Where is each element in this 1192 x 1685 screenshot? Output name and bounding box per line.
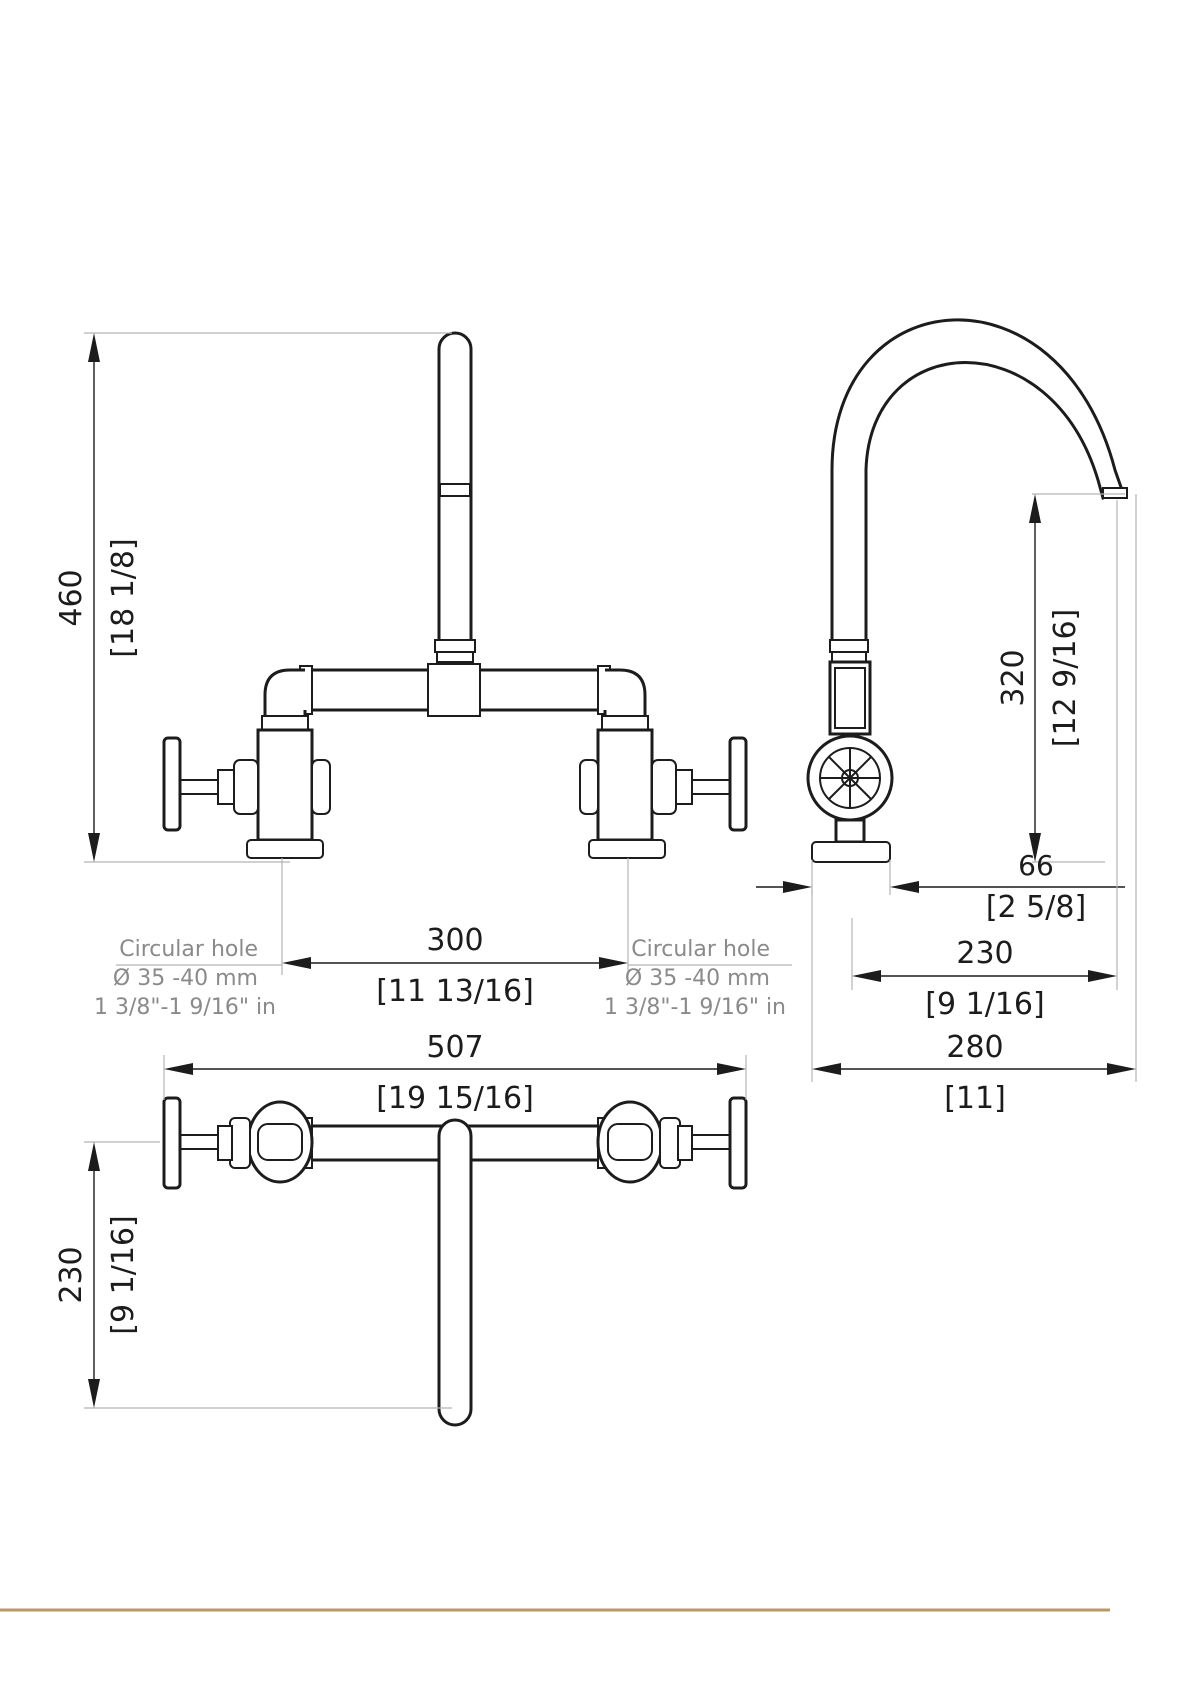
base-width-in-label: [2 5/8] (986, 890, 1086, 925)
dimension-top-depth: 230 [9 1/16] (54, 1142, 452, 1408)
spout-reach-in-label: [9 1/16] (925, 987, 1044, 1022)
hole-note-left-title: Circular hole (119, 937, 258, 962)
spout-height-in-label: [12 9/16] (1048, 609, 1083, 748)
side-depth-in-label: [11] (944, 1081, 1006, 1116)
top-depth-mm-label: 230 (54, 1246, 89, 1303)
height-mm-label: 460 (54, 569, 89, 626)
hole-note-right-title: Circular hole (631, 937, 770, 962)
side-view (808, 320, 1127, 862)
hole-note-right-mm: Ø 35 -40 mm (625, 966, 770, 991)
base-width-mm-label: 66 (1018, 849, 1054, 882)
top-depth-in-label: [9 1/16] (106, 1215, 141, 1334)
dimension-hole-spacing: 300 [11 13/16] (282, 858, 628, 1009)
dimension-spout-height: 320 [12 9/16] (996, 494, 1125, 862)
front-view (164, 333, 746, 858)
overall-width-mm-label: 507 (426, 1030, 483, 1065)
hole-spacing-mm-label: 300 (426, 923, 483, 958)
hole-spacing-in-label: [11 13/16] (376, 974, 534, 1009)
overall-width-in-label: [19 15/16] (376, 1081, 534, 1116)
dimension-base-width: 66 [2 5/8] (756, 849, 1125, 925)
hole-note-right: Circular hole Ø 35 -40 mm 1 3/8"-1 9/16"… (604, 937, 792, 1020)
spout-reach-mm-label: 230 (956, 936, 1013, 971)
hole-note-left-in: 1 3/8"-1 9/16" in (94, 995, 276, 1020)
dimension-spout-reach: 230 [9 1/16] (852, 500, 1117, 1022)
top-view (164, 1098, 746, 1425)
dimension-overall-width: 507 [19 15/16] (164, 1030, 746, 1116)
hole-note-left-mm: Ø 35 -40 mm (113, 966, 258, 991)
spout-height-mm-label: 320 (996, 649, 1031, 706)
side-depth-mm-label: 280 (946, 1030, 1003, 1065)
height-in-label: [18 1/8] (106, 538, 141, 657)
hole-note-right-in: 1 3/8"-1 9/16" in (604, 995, 786, 1020)
hole-note-left: Circular hole Ø 35 -40 mm 1 3/8"-1 9/16"… (94, 937, 282, 1020)
